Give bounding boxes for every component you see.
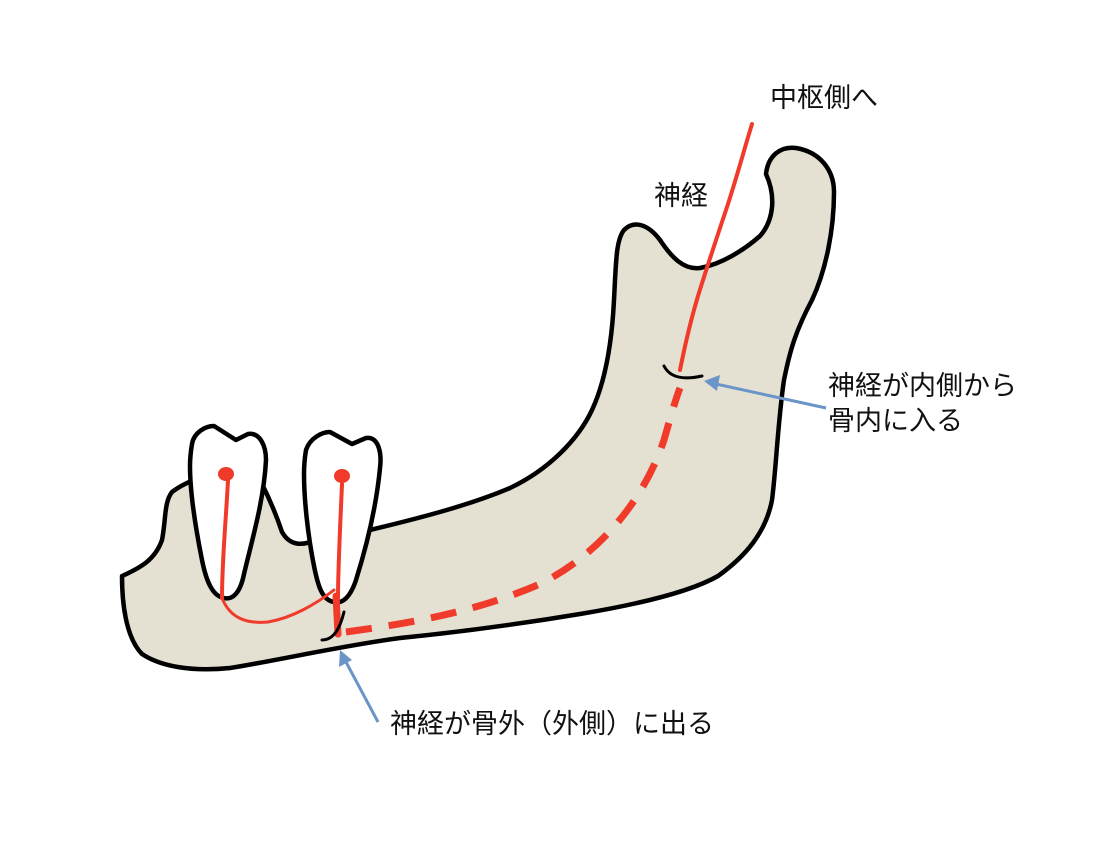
label-nerve-enters-bone: 神経が内側から 骨内に入る — [828, 370, 1017, 439]
label-enters-line2: 骨内に入る — [828, 405, 963, 437]
entry-arrow-line — [715, 382, 827, 410]
label-nerve-exits-bone: 神経が骨外（外側）に出る — [390, 709, 714, 740]
right-tooth-nerve — [336, 482, 344, 600]
right-tooth-pulp — [334, 469, 350, 483]
nerve-inside-bone-dashed — [345, 386, 684, 636]
exit-arrow-line — [344, 661, 380, 723]
exit-foramen-mark — [320, 610, 346, 642]
label-nerve: 神経 — [654, 181, 708, 212]
label-enters-line1: 神経が内側から — [828, 371, 1017, 402]
left-tooth-pulp — [218, 467, 234, 481]
left-tooth-nerve — [220, 478, 230, 600]
exit-arrow-head — [339, 650, 352, 667]
entry-arrow-head — [704, 375, 720, 391]
mandible-bone — [119, 145, 837, 672]
nerve-between-teeth — [220, 588, 336, 624]
entry-foramen-mark — [662, 364, 704, 380]
nerve-to-central — [678, 122, 754, 372]
label-to-central: 中枢側へ — [770, 83, 878, 114]
